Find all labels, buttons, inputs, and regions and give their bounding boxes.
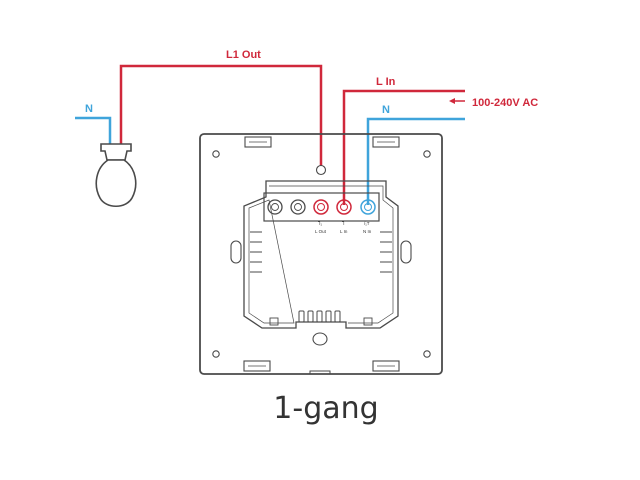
- label-n-lamp: N: [85, 103, 93, 115]
- caption-gang: 1-gang: [273, 391, 378, 426]
- label-supply: 100-240V AC: [472, 97, 538, 109]
- switch-back-plate: [199, 133, 443, 375]
- label-l1-out: L1 Out: [226, 49, 261, 61]
- light-bulb-icon: [95, 143, 137, 208]
- terminal-n-in-label: N In: [363, 229, 372, 234]
- terminal-l1-out: [313, 199, 329, 215]
- wire-l1-out: [119, 64, 323, 166]
- terminal-l-in: [336, 199, 352, 215]
- terminal-n-in: [360, 199, 376, 215]
- terminal-2: [290, 199, 306, 215]
- label-l-in: L In: [376, 76, 396, 88]
- terminal-l-in-label: L In: [340, 229, 348, 234]
- terminal-1: [267, 199, 283, 215]
- terminal-n-in-symbol: /₁T: [364, 221, 370, 226]
- label-n-supply: N: [382, 104, 390, 116]
- terminal-l-in-symbol: ⅂: [342, 221, 345, 226]
- wire-l-in: [342, 89, 465, 205]
- terminal-l1-out-label: L Out: [315, 229, 327, 234]
- supply-arrow-icon: [449, 98, 465, 104]
- wire-n-lamp: [75, 116, 112, 145]
- terminal-l1-out-symbol: ⅂₁: [318, 221, 323, 226]
- wire-n-supply: [366, 117, 465, 205]
